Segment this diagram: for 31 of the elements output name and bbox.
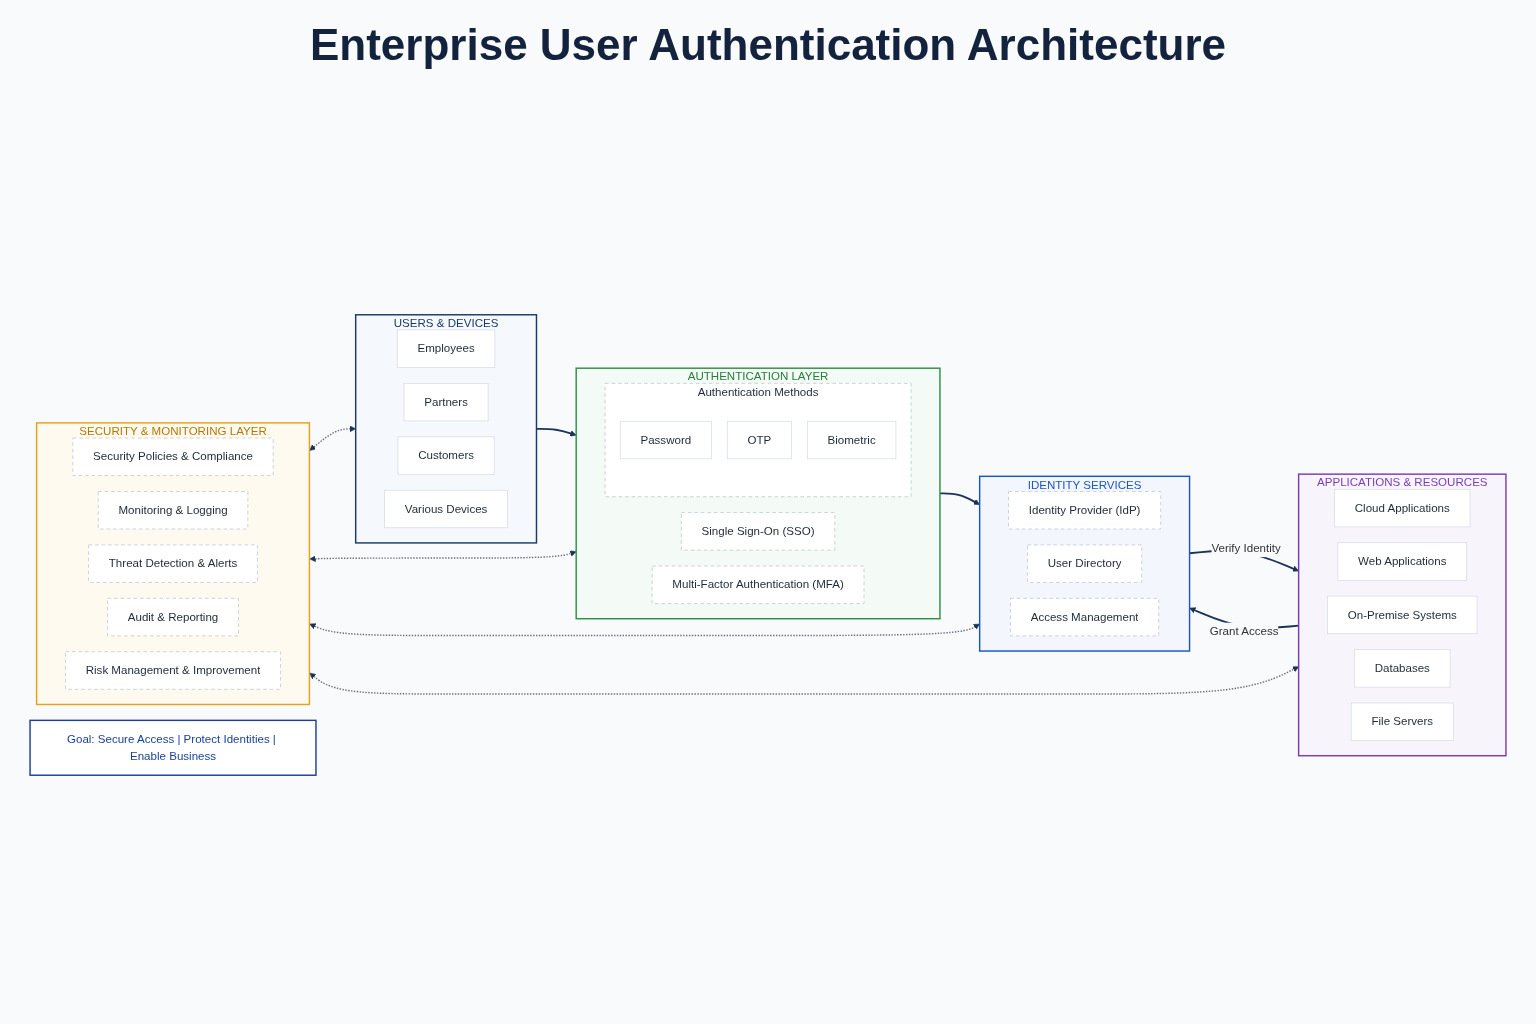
node-box: Employees [396,329,496,368]
node-box: Biometric [806,420,897,460]
node-box: Goal: Secure Access | Protect Identities | Enable Business [29,719,317,776]
node-box: Single Sign-On (SSO) [681,512,836,551]
node-box: Identity Provider (IdP) [1008,491,1162,530]
node-box: File Servers [1350,702,1454,741]
node-box: Cloud Applications [1334,488,1471,528]
node-box: Multi-Factor Authentication (MFA) [651,565,865,604]
edge-label: Verify Identity [1211,542,1281,555]
node-box: Web Applications [1337,542,1468,581]
node-box: Monitoring & Logging [97,491,249,530]
arrow [309,623,980,637]
node-box: Customers [397,436,495,475]
arrow [939,492,980,505]
node-box: Password [619,420,712,460]
node-box: Partners [403,383,489,422]
node-box: User Directory [1027,544,1143,583]
node-box: On-Premise Systems [1327,595,1478,635]
node-box: Access Management [1010,598,1160,637]
node-box: Threat Detection & Alerts [88,544,258,583]
node-box: Various Devices [384,489,508,529]
diagram-title: Enterprise User Authentication Architecture [309,20,1227,70]
edge-label: Grant Access [1209,624,1279,637]
node-box: OTP [726,420,792,460]
node-box: Audit & Reporting [107,598,239,637]
arrow [309,550,577,562]
node-box: Databases [1354,649,1451,688]
node-box: Security Policies & Compliance [72,437,274,476]
arrow [309,666,1299,695]
arrow [309,425,356,451]
node-box: Risk Management & Improvement [65,651,281,690]
